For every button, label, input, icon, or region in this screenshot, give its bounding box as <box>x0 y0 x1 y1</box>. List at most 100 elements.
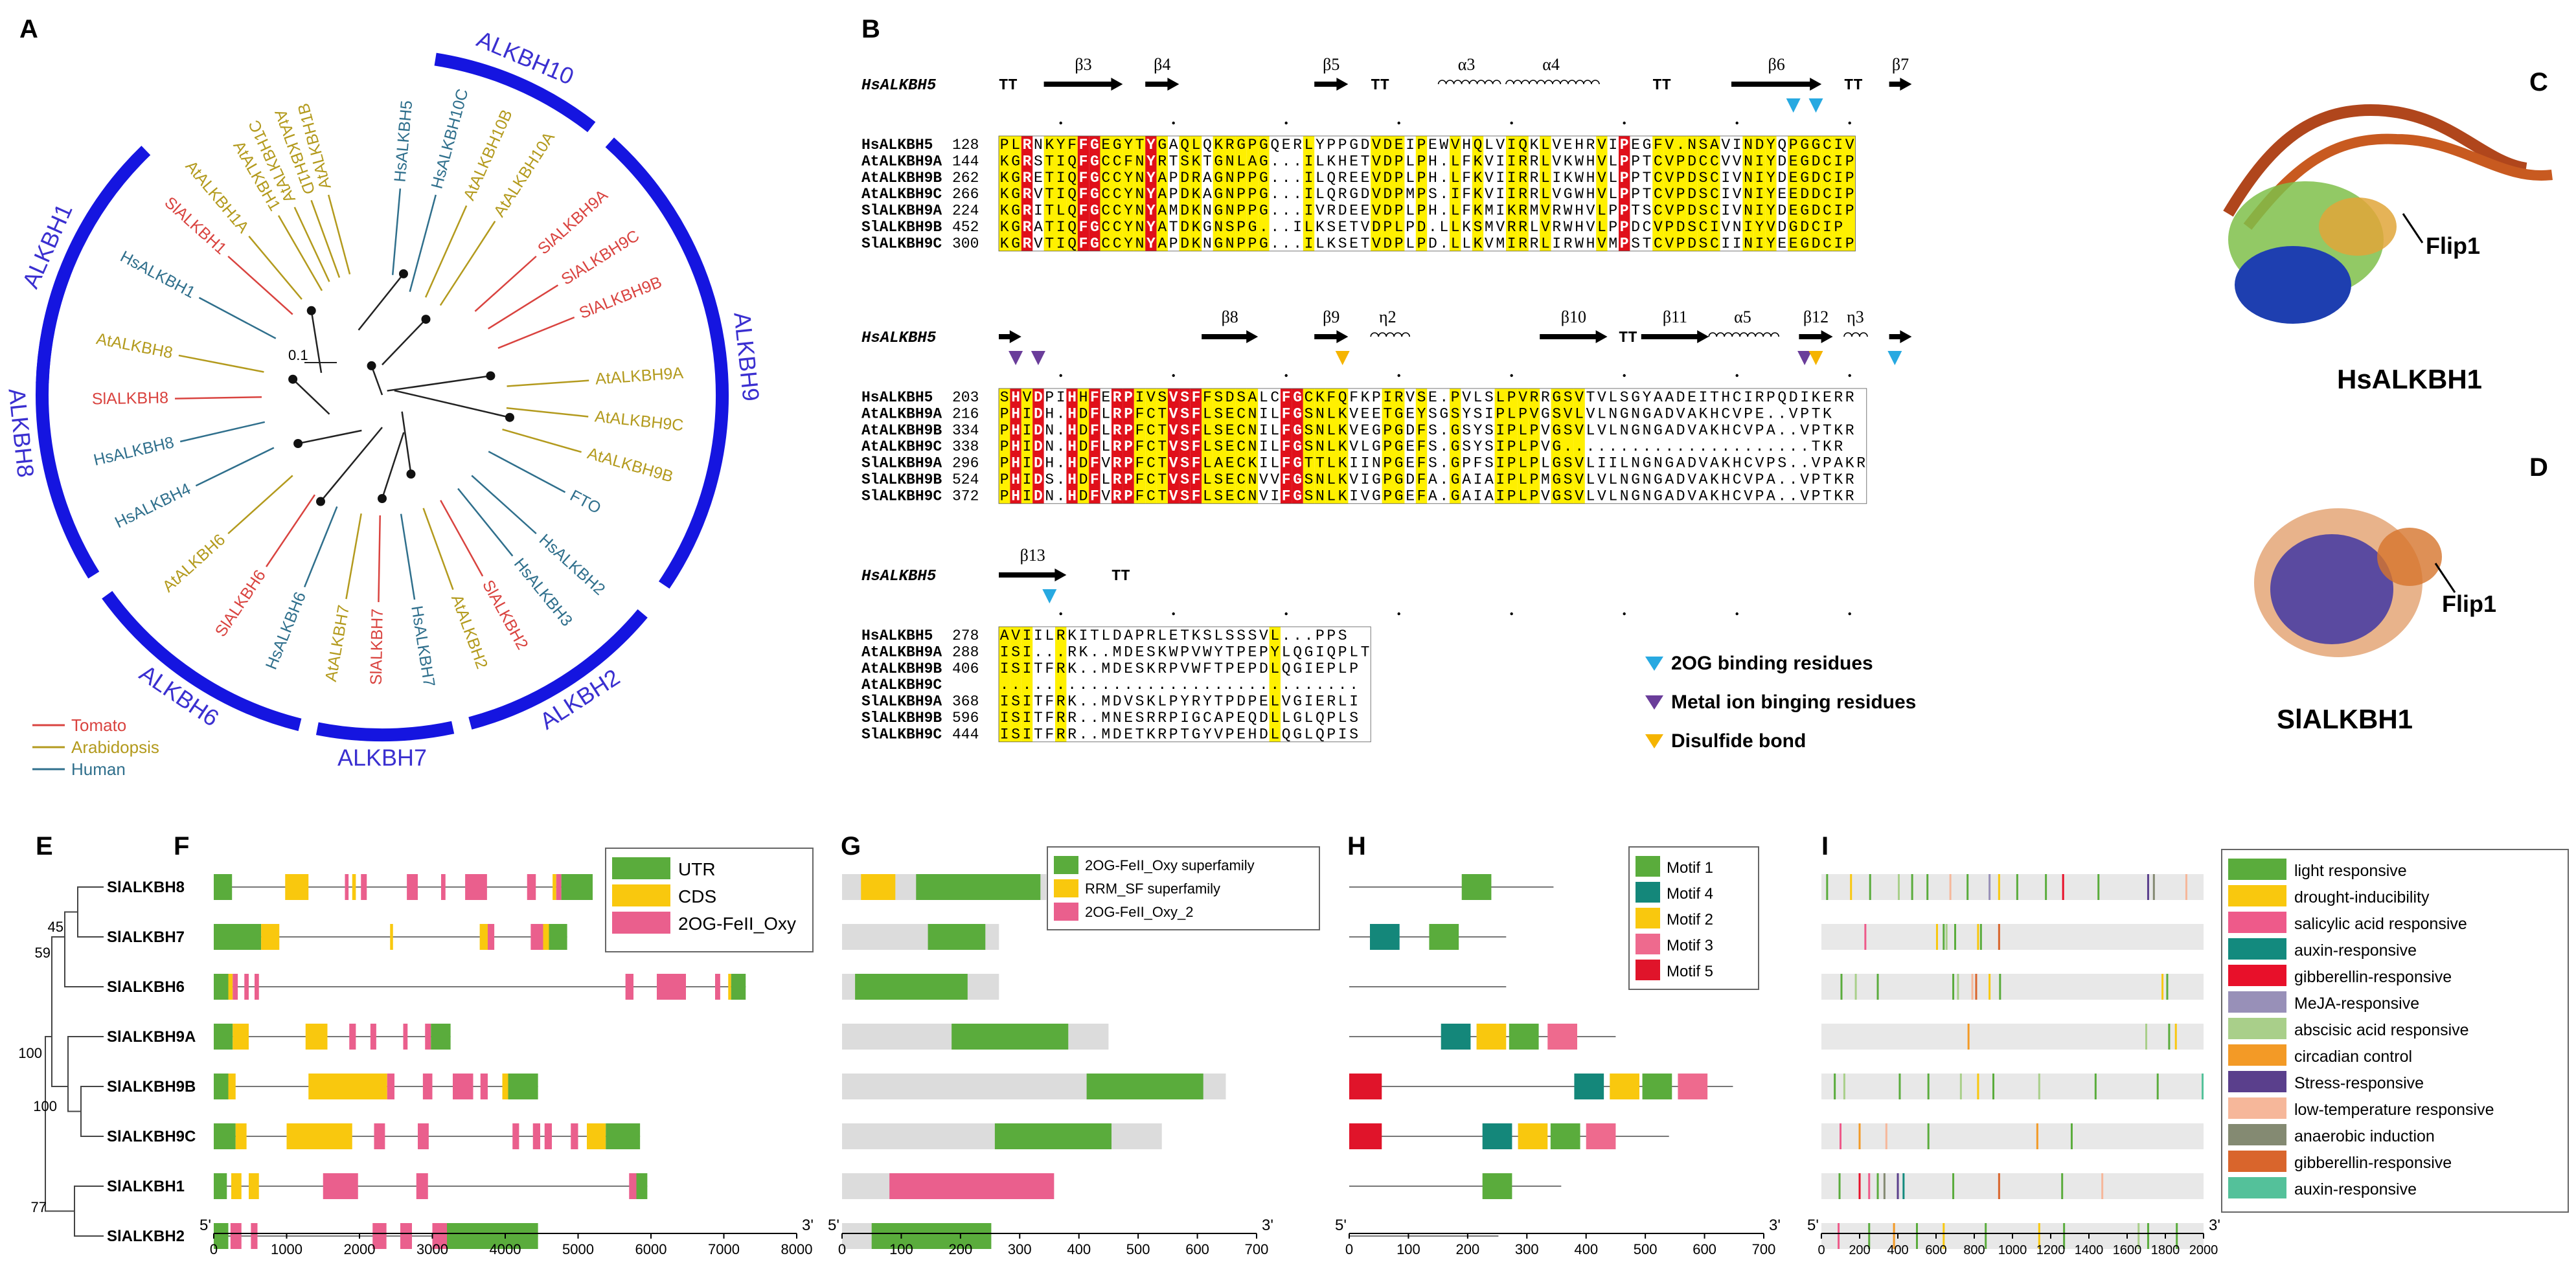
cis-element <box>1893 1223 1895 1249</box>
residue: Y <box>1124 219 1133 236</box>
legend-label: 2OG-FeII_Oxy superfamily <box>1085 857 1255 873</box>
residue: L <box>1282 644 1291 660</box>
gene-feature <box>480 1074 488 1099</box>
sequence-name: AtALKBH9A <box>861 153 942 170</box>
legend-label: light responsive <box>2294 862 2407 880</box>
tree-leaf-label: SlALKBH6 <box>212 567 269 640</box>
tree-branch <box>45 936 74 1212</box>
residue: . <box>1316 677 1325 693</box>
residue: . <box>1259 677 1268 693</box>
residue: H <box>1067 422 1077 439</box>
residue: E <box>1225 471 1235 488</box>
residue: D <box>1676 219 1685 236</box>
residue: S <box>1214 471 1223 488</box>
residue: R <box>1518 219 1527 236</box>
residue: C <box>1710 153 1719 170</box>
gene-name: SlALKBH9A <box>107 1028 196 1046</box>
residue: P <box>1530 488 1539 504</box>
residue: V <box>1575 455 1584 472</box>
cis-element <box>2061 1173 2064 1199</box>
residue: I <box>1023 405 1032 422</box>
similar-column <box>1753 136 1766 251</box>
residue: F <box>1192 455 1201 472</box>
alignment-tick-dot <box>1284 121 1288 125</box>
cis-element <box>2137 1223 2140 1249</box>
legend-swatch <box>1636 960 1660 980</box>
residue: K <box>1146 660 1156 677</box>
residue: C <box>1101 219 1110 236</box>
residue: P <box>1395 235 1404 252</box>
gene-feature <box>508 1074 538 1099</box>
gene-feature <box>657 974 686 1000</box>
residue: A <box>1248 153 1257 170</box>
beta-strand-arrow <box>1889 330 1912 343</box>
gene-feature <box>230 1223 242 1249</box>
residue: E <box>1361 170 1370 186</box>
residue: I <box>1349 488 1358 504</box>
residue: H <box>1338 153 1347 170</box>
alignment-block-frame <box>998 388 1867 504</box>
residue: C <box>1699 153 1708 170</box>
residue: I <box>1721 203 1730 219</box>
residue: P <box>1676 203 1685 219</box>
residue: . <box>1056 405 1066 422</box>
residue: . <box>1687 438 1696 455</box>
residue: . <box>1282 170 1291 186</box>
residue: E <box>1101 389 1110 406</box>
residue: Y <box>1124 203 1133 219</box>
residue: . <box>1676 438 1685 455</box>
residue: Y <box>1214 644 1223 660</box>
residue: K <box>1338 488 1347 504</box>
residue: Q <box>1067 203 1077 219</box>
residue: H <box>1067 488 1077 504</box>
secondary-structure-label: β9 <box>1323 308 1339 326</box>
cis-element <box>1927 1123 1930 1149</box>
x-tick-label: 600 <box>1693 1241 1716 1257</box>
residue: Q <box>1293 644 1302 660</box>
legend-label: drought-inducibility <box>2294 888 2430 906</box>
residue: K <box>1146 693 1156 710</box>
residue: V <box>1721 219 1730 236</box>
residue: S <box>1349 710 1358 726</box>
x-tick-label: 1000 <box>1998 1243 2027 1257</box>
similar-column <box>1393 136 1405 251</box>
residue: V <box>1169 422 1178 439</box>
legend-label: Tomato <box>71 715 126 735</box>
residue: I <box>1023 488 1032 504</box>
residue: R <box>1834 389 1843 406</box>
residue: E <box>1225 488 1235 504</box>
residue: K <box>1834 471 1843 488</box>
residue: N <box>1744 203 1753 219</box>
residue: Q <box>1067 219 1077 236</box>
tree-branch <box>400 513 416 600</box>
tree-leaf-label: HsALKBH5 <box>391 100 416 183</box>
residue: P <box>1327 137 1336 153</box>
turn-label: TT <box>1111 568 1130 585</box>
residue: K <box>1564 153 1573 170</box>
residue: G <box>1800 170 1809 186</box>
beta-strand-arrow <box>1145 78 1180 91</box>
residue: V <box>1169 471 1178 488</box>
residue: P <box>1000 471 1009 488</box>
sequence-name: HsALKBH5 <box>861 627 933 644</box>
residue: R <box>1518 186 1527 203</box>
residue: K <box>1474 235 1483 252</box>
similar-column <box>1010 136 1021 251</box>
residue: S <box>1564 455 1573 472</box>
tree-leaf-label: AtALKBH6 <box>159 530 229 596</box>
residue: . <box>1090 726 1099 743</box>
residue: V <box>1597 137 1606 153</box>
residue: I <box>1000 726 1009 743</box>
residue: G <box>1349 186 1358 203</box>
motif-feature <box>1349 1123 1382 1149</box>
residue: I <box>1744 389 1753 406</box>
residue: K <box>1316 389 1325 406</box>
residue: V <box>1575 488 1584 504</box>
similar-column <box>1596 136 1608 251</box>
residue: A <box>1710 137 1719 153</box>
residue: P <box>1383 488 1392 504</box>
residue: . <box>1045 677 1054 693</box>
residue: D <box>1812 235 1821 252</box>
bootstrap-value: 100 <box>18 1045 42 1061</box>
residue: I <box>1406 137 1415 153</box>
